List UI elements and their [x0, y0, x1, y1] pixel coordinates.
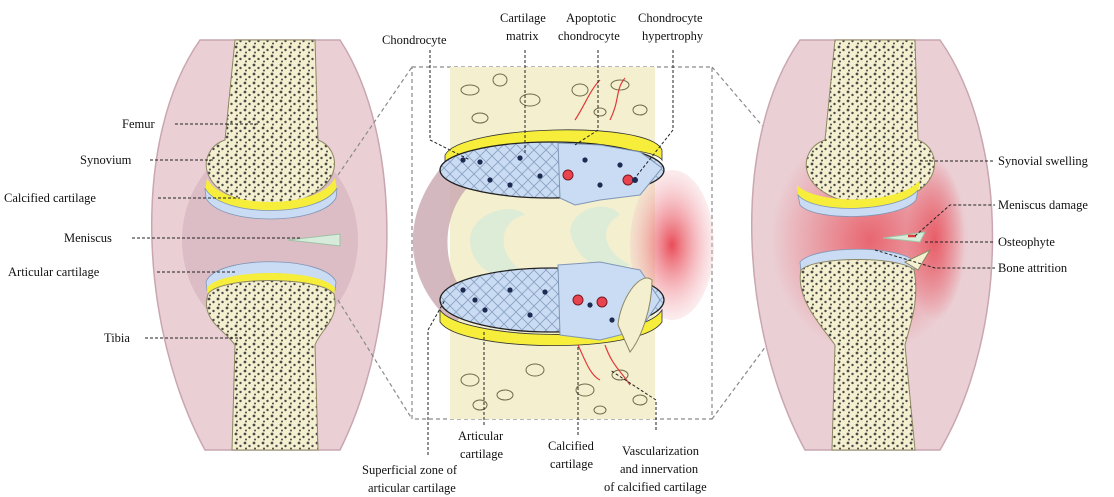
label-cartilage-matrix-1: Cartilage: [500, 11, 546, 25]
label-femur: Femur: [122, 117, 155, 131]
label-meniscus: Meniscus: [64, 231, 112, 245]
label-bottom-calcified-1: Calcified: [548, 439, 595, 453]
healthy-joint: [152, 40, 387, 450]
label-bottom-calcified-2: cartilage: [550, 457, 593, 471]
label-synovial-swelling: Synovial swelling: [998, 154, 1089, 168]
label-vascular-2: and innervation: [620, 462, 699, 476]
label-bottom-articular-2: cartilage: [460, 447, 503, 461]
label-calcified-cartilage: Calcified cartilage: [4, 191, 96, 205]
label-vascular-1: Vascularization: [622, 444, 700, 458]
magnified-view: [412, 67, 714, 419]
label-apoptotic-1: Apoptotic: [566, 11, 616, 25]
label-vascular-3: of calcified cartilage: [604, 480, 707, 494]
label-chondrocyte: Chondrocyte: [382, 33, 447, 47]
label-cartilage-matrix-2: matrix: [506, 29, 539, 43]
label-synovium: Synovium: [80, 153, 132, 167]
label-bottom-articular-1: Articular: [458, 429, 504, 443]
label-apoptotic-2: chondrocyte: [558, 29, 620, 43]
oa-joint: [752, 40, 993, 450]
label-articular-cartilage: Articular cartilage: [8, 265, 100, 279]
label-hypertrophy-2: hypertrophy: [642, 29, 704, 43]
label-bone-attrition: Bone attrition: [998, 261, 1068, 275]
label-meniscus-damage: Meniscus damage: [998, 198, 1088, 212]
label-osteophyte: Osteophyte: [998, 235, 1055, 249]
label-superficial-2: articular cartilage: [368, 481, 456, 495]
label-hypertrophy-1: Chondrocyte: [638, 11, 703, 25]
label-superficial-1: Superficial zone of: [362, 463, 458, 477]
label-tibia: Tibia: [104, 331, 130, 345]
